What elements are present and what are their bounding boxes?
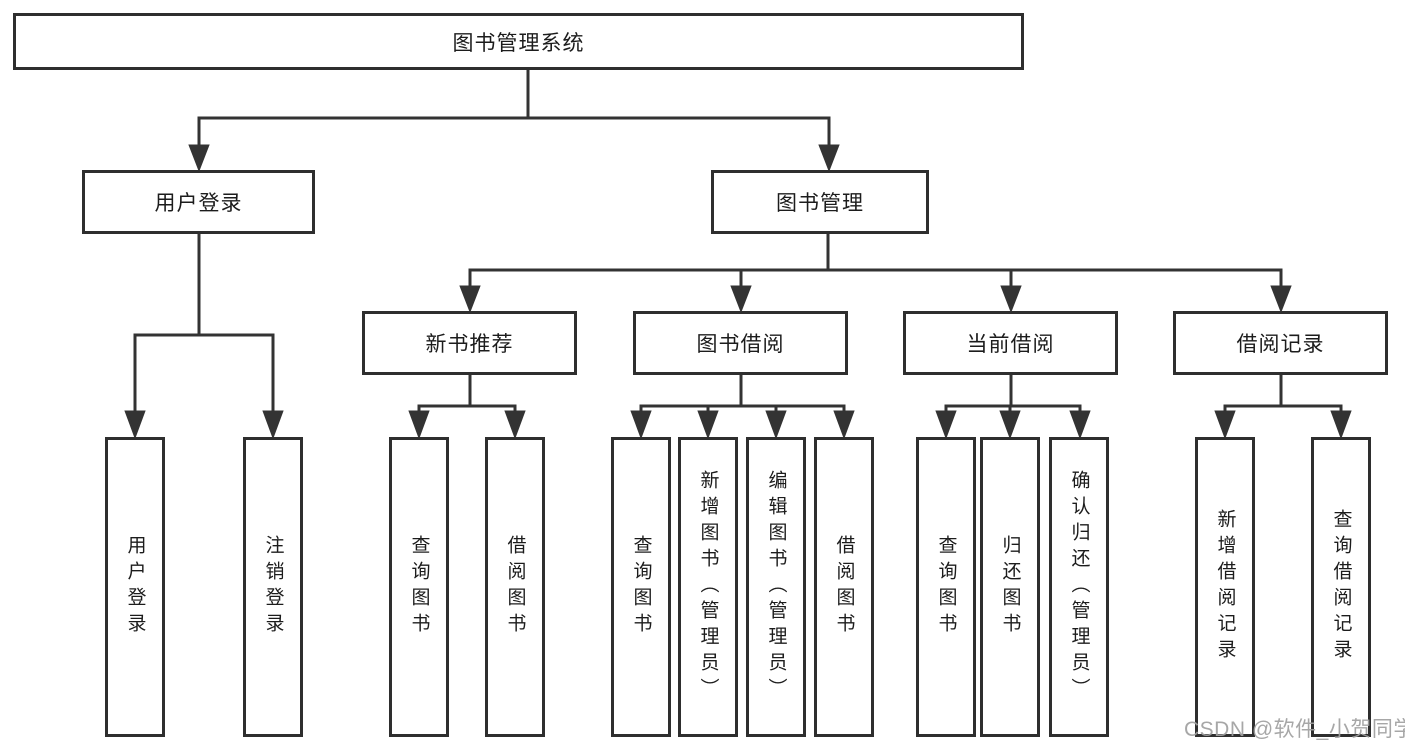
arrowhead-leaf (124, 410, 146, 440)
node-book-borrow-label: 图书借阅 (696, 333, 785, 356)
leaf-borrow-book-recommend-label: 借阅图书 (504, 535, 526, 639)
arrowhead-leaf (1214, 410, 1236, 440)
leaf-borrow-book-label: 借阅图书 (833, 535, 855, 639)
node-book-management: 图书管理 (711, 170, 929, 234)
connector-group-new-book (408, 373, 526, 440)
node-root-label: 图书管理系统 (452, 31, 585, 55)
connector-group-borrow-records (1214, 373, 1352, 440)
arrowhead-leaf (262, 410, 284, 440)
leaf-search-books-current: 查询图书 (916, 437, 976, 737)
arrowhead-leaf (697, 410, 719, 440)
leaf-search-borrow-record: 查询借阅记录 (1311, 437, 1371, 737)
arrowhead-leaf (999, 410, 1021, 440)
arrowhead-leaf (1330, 410, 1352, 440)
connector-group-book-mgmt (459, 232, 1292, 314)
node-new-book-recommend: 新书推荐 (362, 311, 577, 375)
arrowhead-book-mgmt (818, 144, 840, 173)
arrowhead-leaf (1069, 410, 1091, 440)
node-user-login-label: 用户登录 (154, 192, 243, 215)
leaf-search-books-borrow-label: 查询图书 (630, 535, 652, 639)
node-book-management-label: 图书管理 (776, 192, 864, 215)
leaf-search-borrow-record-label: 查询借阅记录 (1330, 509, 1352, 665)
arrowhead-leaf (833, 410, 855, 440)
leaf-borrow-book: 借阅图书 (814, 437, 874, 737)
arrowhead-leaf (504, 410, 526, 440)
leaf-add-book-admin-label: 新增图书（管理员） (697, 470, 719, 704)
node-user-login: 用户登录 (82, 170, 315, 234)
leaf-confirm-return-admin: 确认归还（管理员） (1049, 437, 1109, 737)
arrowhead-leaf (765, 410, 787, 440)
leaf-edit-book-admin-label: 编辑图书（管理员） (765, 470, 787, 704)
connector-group-current-borrow (935, 373, 1091, 440)
arrowhead-l3 (730, 285, 752, 314)
node-borrow-records: 借阅记录 (1173, 311, 1388, 375)
node-new-book-recommend-label: 新书推荐 (425, 333, 514, 356)
leaf-add-borrow-record: 新增借阅记录 (1195, 437, 1255, 737)
leaf-logout: 注销登录 (243, 437, 303, 737)
node-root: 图书管理系统 (13, 13, 1024, 70)
connector-group-user-login (124, 232, 284, 440)
arrowhead-l3 (459, 285, 481, 314)
leaf-search-books-recommend-label: 查询图书 (408, 535, 430, 639)
arrowhead-user-login (188, 144, 210, 173)
arrowhead-leaf (630, 410, 652, 440)
node-book-borrow: 图书借阅 (633, 311, 848, 375)
leaf-logout-label: 注销登录 (262, 535, 284, 639)
connector-group-book-borrow (630, 373, 855, 440)
leaf-borrow-book-recommend: 借阅图书 (485, 437, 545, 737)
leaf-user-login: 用户登录 (105, 437, 165, 737)
arrowhead-l3 (1000, 285, 1022, 314)
watermark: CSDN @软件_小贺同学 (1184, 718, 1405, 741)
leaf-confirm-return-admin-label: 确认归还（管理员） (1068, 470, 1090, 704)
leaf-search-books-current-label: 查询图书 (935, 535, 957, 639)
arrowhead-l3 (1270, 285, 1292, 314)
node-current-borrow: 当前借阅 (903, 311, 1118, 375)
arrowhead-leaf (935, 410, 957, 440)
node-borrow-records-label: 借阅记录 (1236, 333, 1325, 356)
leaf-return-book-label: 归还图书 (999, 535, 1021, 639)
arrowhead-leaf (408, 410, 430, 440)
leaf-add-book-admin: 新增图书（管理员） (678, 437, 738, 737)
leaf-return-book: 归还图书 (980, 437, 1040, 737)
node-current-borrow-label: 当前借阅 (966, 333, 1055, 356)
connector-group-root (188, 68, 840, 173)
leaf-add-borrow-record-label: 新增借阅记录 (1214, 509, 1236, 665)
leaf-search-books-recommend: 查询图书 (389, 437, 449, 737)
leaf-user-login-label: 用户登录 (124, 535, 146, 639)
leaf-search-books-borrow: 查询图书 (611, 437, 671, 737)
leaf-edit-book-admin: 编辑图书（管理员） (746, 437, 806, 737)
